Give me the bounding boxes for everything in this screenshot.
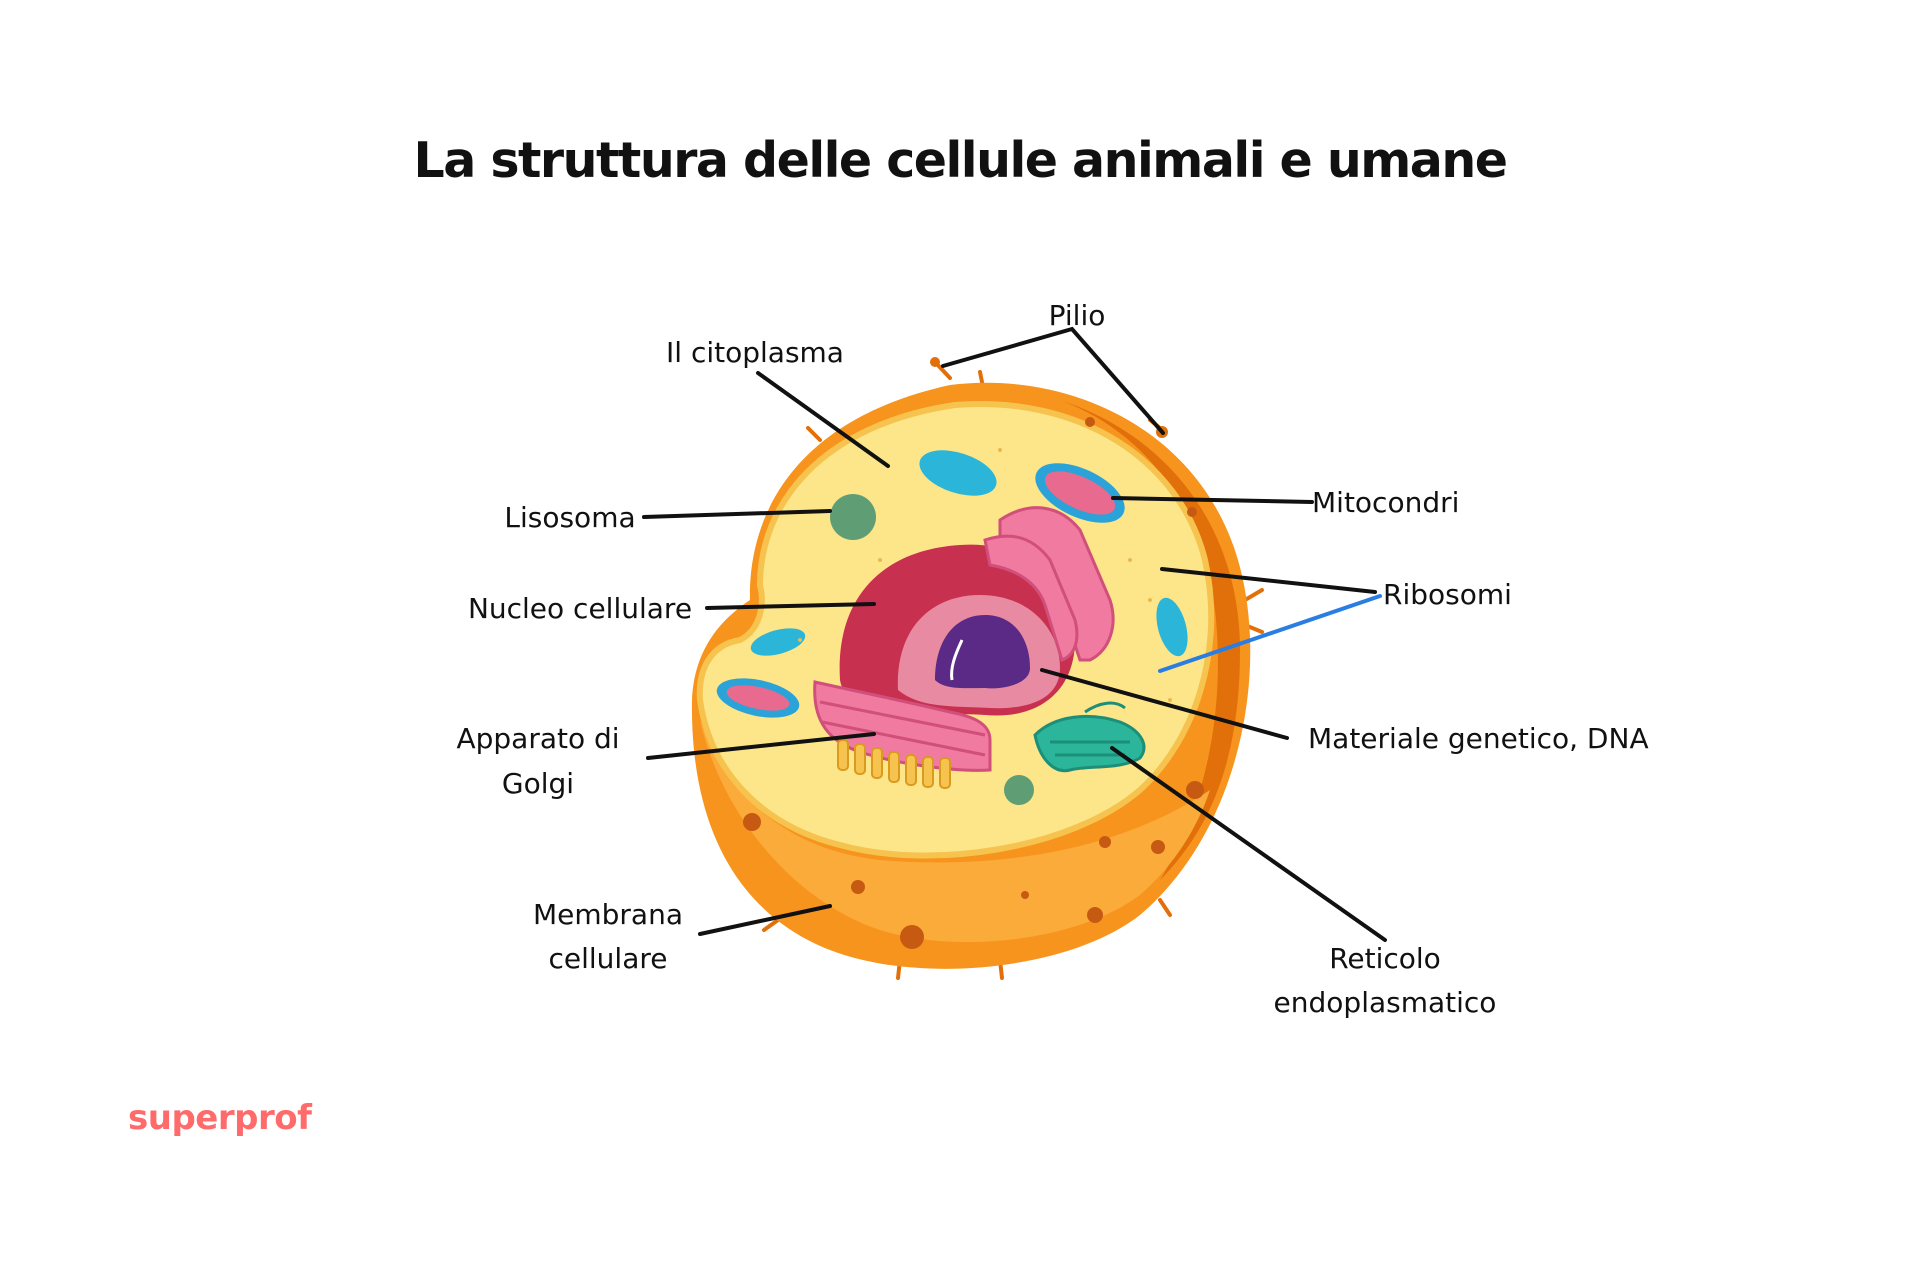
label-membrana-line2: cellulare xyxy=(549,942,668,975)
ribosomi-leader-blue xyxy=(1158,594,1382,673)
labels: Pilio Il citoplasma Lisosoma Nucleo cell… xyxy=(456,299,1648,1019)
reticolo-leader xyxy=(1110,746,1387,942)
ribosomi-leader xyxy=(1160,567,1377,594)
ribosome-dots xyxy=(798,448,1172,702)
label-reticolo-line1: Reticolo xyxy=(1329,942,1441,975)
golgi-upper xyxy=(983,506,1115,662)
label-ribosomi: Ribosomi xyxy=(1383,578,1512,611)
golgi-apparatus xyxy=(813,680,992,789)
mitochondrion xyxy=(1156,597,1188,657)
dna-leader xyxy=(1040,668,1289,740)
membrana-leader xyxy=(698,904,832,936)
golgi-leader xyxy=(646,732,876,760)
label-mitocondri: Mitocondri xyxy=(1312,486,1459,519)
lisosoma-leader xyxy=(642,509,832,519)
label-reticolo-line2: endoplasmatico xyxy=(1274,986,1497,1019)
membrane-lower xyxy=(700,720,1210,943)
mitochondrion xyxy=(919,450,997,496)
pilio-leader xyxy=(941,326,1165,435)
label-citoplasma: Il citoplasma xyxy=(666,336,844,369)
shell-dots xyxy=(743,417,1204,949)
label-pilio: Pilio xyxy=(1049,299,1106,332)
label-golgi-line2: Golgi xyxy=(502,767,574,800)
label-golgi-line1: Apparato di xyxy=(456,722,619,755)
mitochondrion xyxy=(750,628,806,656)
leader-lines xyxy=(642,326,1387,942)
superprof-logo[interactable]: superprof xyxy=(128,1098,312,1138)
endoplasmic-reticulum xyxy=(1033,701,1146,773)
label-lisosoma: Lisosoma xyxy=(504,501,635,534)
nucleo-leader xyxy=(705,602,876,610)
pilio-tip xyxy=(930,357,940,367)
label-dna: Materiale genetico, DNA xyxy=(1308,722,1649,755)
mitochondrion-inner xyxy=(726,685,790,711)
page-title: La struttura delle cellule animali e uma… xyxy=(413,132,1508,189)
mitocondri-leader xyxy=(1111,496,1314,504)
lysosome xyxy=(830,494,876,540)
nucleolus-highlight xyxy=(950,639,964,681)
mitochondrion-inner xyxy=(1044,471,1116,515)
cell-illustration xyxy=(691,357,1264,980)
lysosome xyxy=(1004,775,1034,805)
membrane-rim xyxy=(1060,400,1240,880)
nucleolus xyxy=(935,615,1030,689)
citoplasma-leader xyxy=(756,371,890,468)
label-nucleo: Nucleo cellulare xyxy=(468,592,692,625)
label-membrana-line1: Membrana xyxy=(533,898,683,931)
